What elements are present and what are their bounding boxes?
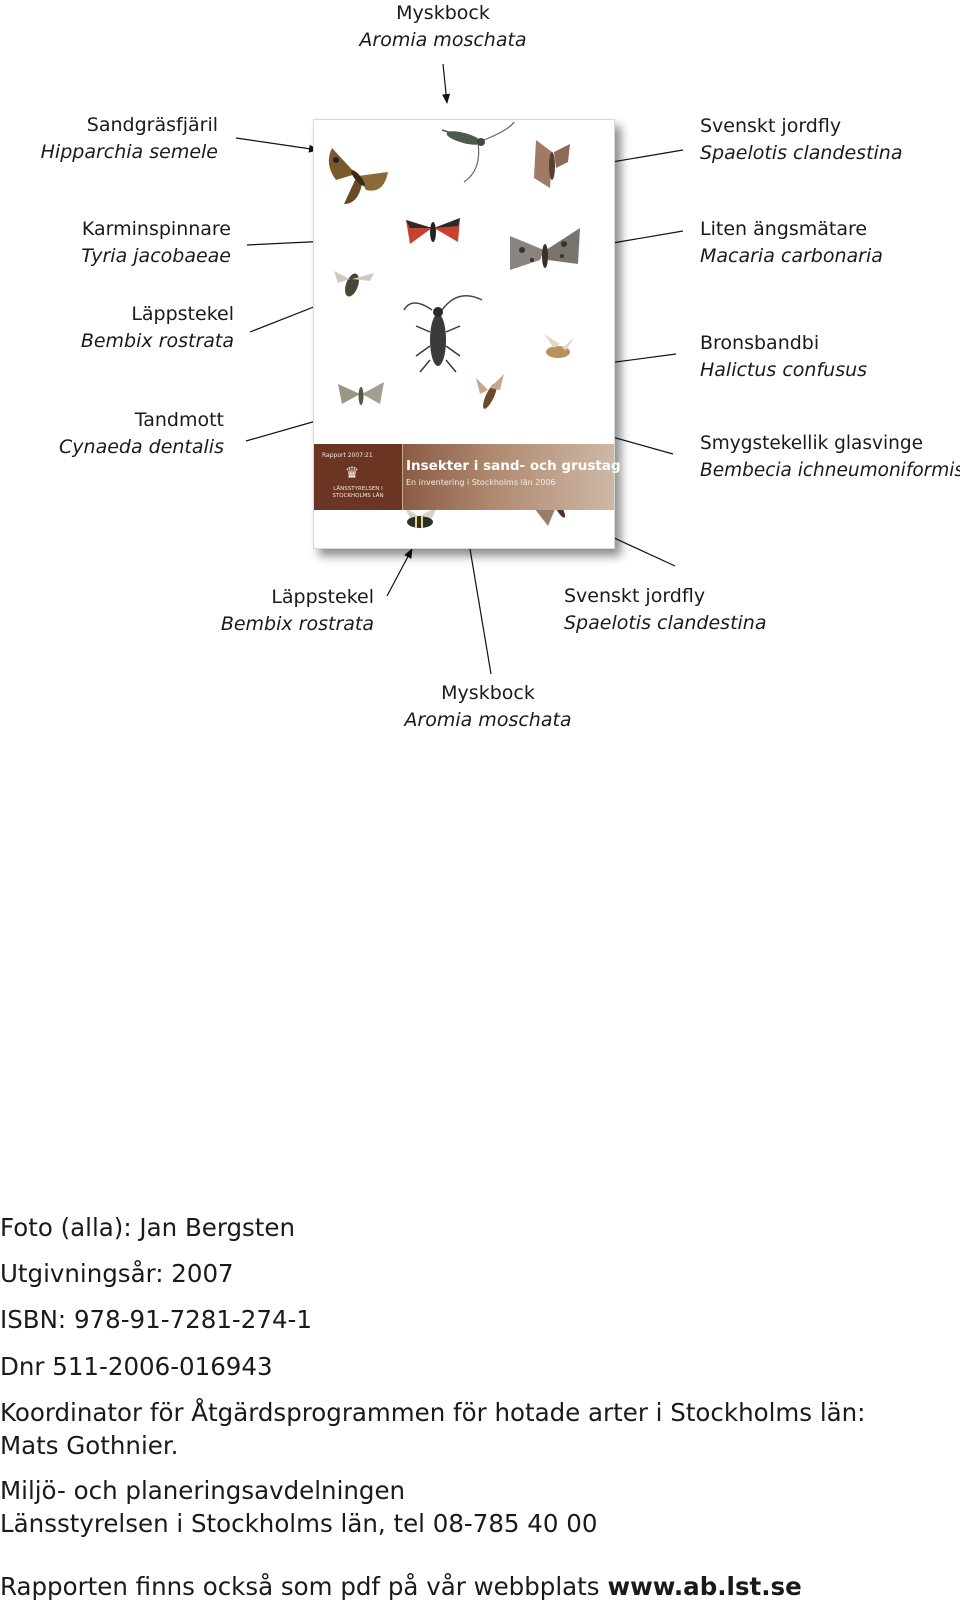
coordinator-name: Mats Gothnier.: [0, 1431, 179, 1460]
department: Miljö- och planeringsavdelningen: [0, 1476, 406, 1505]
cover-agency: LÄNSSTYRELSEN I STOCKHOLMS LÄN: [332, 486, 384, 499]
dnr: Dnr 511-2006-016943: [0, 1352, 273, 1381]
musk-beetle-icon: [441, 121, 515, 183]
latin-name: Bembix rostrata: [80, 330, 234, 352]
label-jordfly-bottom: Svenskt jordfly Spaelotis clandestina: [564, 583, 767, 637]
longhorn-beetle-icon: [403, 295, 483, 373]
cover-divider: [402, 444, 403, 510]
crown-crest-icon: ♛: [344, 463, 360, 482]
common-name: Sandgräsfjäril: [86, 114, 218, 136]
latin-name: Halictus confusus: [700, 359, 868, 381]
pdf-notice: Rapporten finns också som pdf på vår web…: [0, 1570, 802, 1603]
common-name: Tandmott: [134, 409, 224, 431]
label-jordfly-top: Svenskt jordfly Spaelotis clandestina: [700, 113, 903, 167]
label-karminspinnare: Karminspinnare Tyria jacobaeae: [20, 216, 231, 270]
label-sandgrasfjaril: Sandgräsfjäril Hipparchia semele: [20, 112, 218, 166]
arrow-top-myskbock: [442, 63, 451, 104]
common-name: Myskbock: [396, 2, 490, 24]
label-glasvinge: Smygstekellik glasvinge Bembecia ichneum…: [700, 430, 960, 484]
label-tandmott: Tandmott Cynaeda dentalis: [20, 407, 224, 461]
latin-name: Cynaeda dentalis: [59, 436, 224, 458]
cover-title: Insekter i sand- och grustag: [406, 458, 621, 474]
label-lappstekel-left: Läppstekel Bembix rostrata: [20, 301, 234, 355]
coordinator: Koordinator för Åtgärdsprogrammen för ho…: [0, 1396, 865, 1462]
label-top-myskbock: Myskbock Aromia moschata: [355, 0, 531, 54]
isbn: ISBN: 978-91-7281-274-1: [0, 1305, 312, 1334]
common-name: Liten ängsmätare: [700, 218, 868, 240]
label-bottom-myskbock: Myskbock Aromia moschata: [400, 680, 576, 734]
latin-name: Spaelotis clandestina: [700, 142, 903, 164]
grayling-butterfly-icon: [328, 148, 388, 204]
latin-name: Spaelotis clandestina: [564, 612, 767, 634]
common-name: Läppstekel: [131, 303, 234, 325]
latin-name: Hipparchia semele: [40, 141, 218, 163]
wasp-icon: [334, 271, 374, 297]
label-angsmatare: Liten ängsmätare Macaria carbonaria: [700, 216, 883, 270]
label-bronsbandbi: Bronsbandbi Halictus confusus: [700, 330, 867, 384]
common-name: Bronsbandbi: [700, 332, 820, 354]
pyralid-moth-icon: [338, 382, 384, 405]
clearwing-moth-icon: [476, 374, 504, 409]
common-name: Smygstekellik glasvinge: [700, 433, 923, 454]
publication-year: Utgivningsår: 2007: [0, 1259, 234, 1288]
cover-series: Rapport 2007:21: [322, 452, 373, 459]
common-name: Svenskt jordfly: [564, 585, 706, 607]
bee-icon: [544, 334, 574, 358]
coordinator-role: Koordinator för Åtgärdsprogrammen för ho…: [0, 1398, 866, 1427]
common-name: Läppstekel: [271, 586, 374, 608]
agency-contact: Länsstyrelsen i Stockholms län, tel 08-7…: [0, 1509, 598, 1538]
latin-name: Aromia moschata: [359, 29, 527, 51]
label-lappstekel-bottom: Läppstekel Bembix rostrata: [180, 584, 374, 638]
arrow-sandgrasfjaril: [235, 137, 319, 153]
geometer-moth-icon: [510, 228, 580, 270]
cover-subtitle: En inventering i Stockholms län 2006: [406, 478, 556, 487]
website-link[interactable]: www.ab.lst.se: [607, 1572, 802, 1601]
common-name: Myskbock: [441, 682, 535, 704]
common-name: Karminspinnare: [81, 218, 231, 240]
latin-name: Bembecia ichneumoniformis: [700, 460, 960, 481]
latin-name: Bembix rostrata: [220, 613, 374, 635]
moth-icon: [534, 140, 570, 188]
latin-name: Macaria carbonaria: [700, 245, 883, 267]
common-name: Svenskt jordfly: [700, 115, 842, 137]
latin-name: Tyria jacobaeae: [81, 245, 231, 267]
report-cover: Rapport 2007:21 ♛ LÄNSSTYRELSEN I STOCKH…: [313, 119, 621, 549]
arrow-lappstekel-bottom: [386, 548, 413, 597]
latin-name: Aromia moschata: [404, 709, 572, 731]
pdf-notice-text: Rapporten finns också som pdf på vår web…: [0, 1572, 600, 1601]
photo-credit: Foto (alla): Jan Bergsten: [0, 1213, 295, 1242]
cover-title-band: Rapport 2007:21 ♛ LÄNSSTYRELSEN I STOCKH…: [314, 444, 621, 510]
cinnabar-moth-icon: [406, 218, 460, 244]
publisher: Miljö- och planeringsavdelningen Länssty…: [0, 1474, 597, 1540]
